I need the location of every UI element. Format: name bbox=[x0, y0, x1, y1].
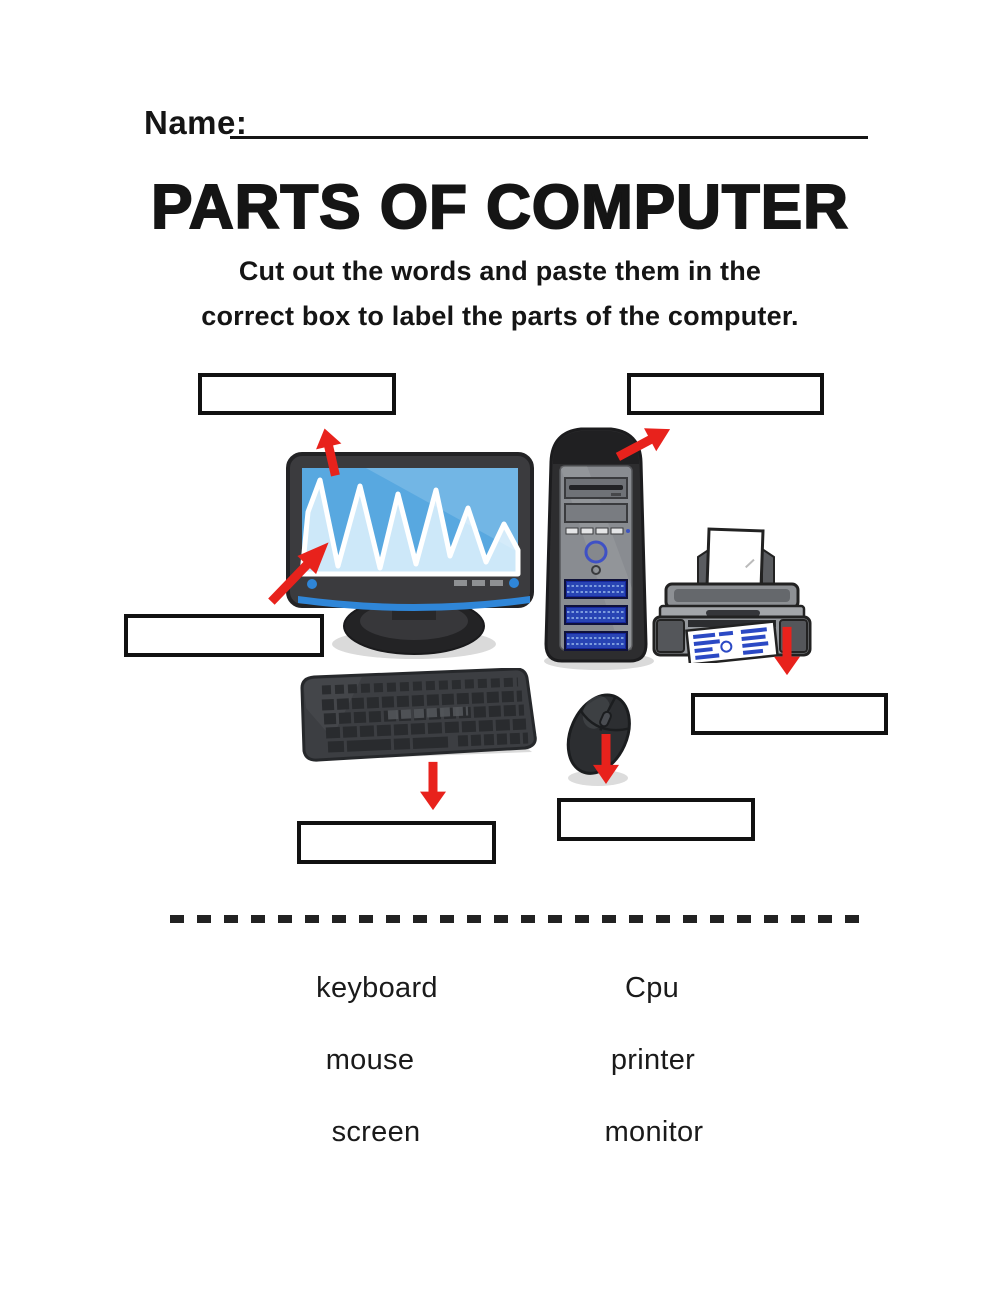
answer-box-screen[interactable] bbox=[124, 614, 324, 657]
arrow-mouse-to-box-icon bbox=[593, 733, 619, 785]
answer-box-printer[interactable] bbox=[691, 693, 888, 735]
word-cpu[interactable]: Cpu bbox=[624, 972, 680, 1004]
page-title: PARTS OF COMPUTER bbox=[150, 172, 849, 243]
word-mouse[interactable]: mouse bbox=[325, 1044, 415, 1076]
monitor-illustration-icon bbox=[286, 452, 534, 659]
arrow-keyboard-to-box-icon bbox=[420, 761, 446, 811]
word-monitor[interactable]: monitor bbox=[604, 1116, 704, 1148]
word-keyboard[interactable]: keyboard bbox=[316, 972, 438, 1004]
arrow-monitor-to-box-icon bbox=[316, 428, 342, 477]
name-label: Name: bbox=[144, 104, 248, 141]
arrow-printer-to-box-icon bbox=[774, 626, 800, 676]
answer-box-mouse[interactable] bbox=[557, 798, 755, 841]
name-input-line[interactable] bbox=[230, 106, 868, 139]
answer-box-monitor[interactable] bbox=[198, 373, 396, 415]
answer-box-keyboard[interactable] bbox=[297, 821, 496, 864]
mouse-illustration-icon bbox=[566, 693, 631, 786]
cut-dashed-line bbox=[170, 915, 868, 923]
arrow-cpu-to-box-icon bbox=[615, 428, 671, 461]
keyboard-illustration-icon bbox=[300, 668, 537, 762]
instructions-line-2: correct box to label the parts of the co… bbox=[201, 301, 799, 331]
word-screen[interactable]: screen bbox=[331, 1116, 421, 1148]
answer-box-cpu[interactable] bbox=[627, 373, 824, 415]
cpu-tower-illustration-icon bbox=[544, 427, 654, 670]
arrow-screen-to-box-icon bbox=[268, 542, 329, 605]
printer-illustration-icon bbox=[652, 527, 812, 663]
instructions-line-1: Cut out the words and paste them in the bbox=[238, 256, 762, 286]
word-printer[interactable]: printer bbox=[610, 1044, 696, 1076]
